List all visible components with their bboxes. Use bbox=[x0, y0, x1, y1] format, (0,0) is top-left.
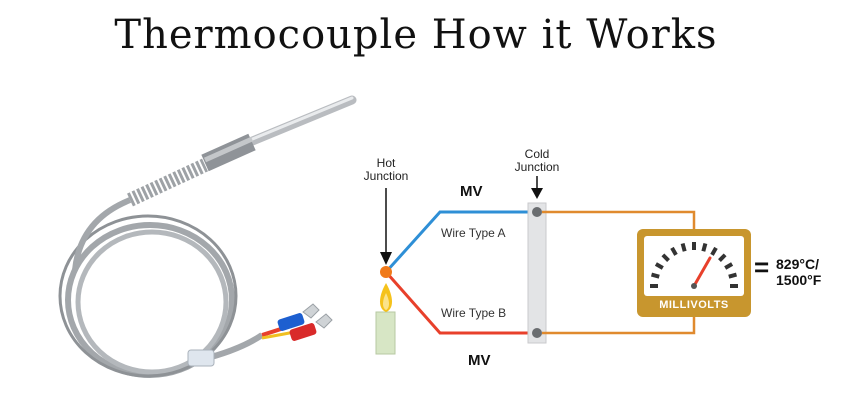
temperature-fahrenheit: 1500°F bbox=[776, 272, 822, 288]
mv-label-bottom: MV bbox=[468, 352, 491, 369]
hot-junction-label-line2: Junction bbox=[363, 169, 409, 183]
meter-label: MILLIVOLTS bbox=[659, 299, 729, 311]
wire-type-b bbox=[384, 271, 537, 335]
wire-b-label: Wire Type B bbox=[441, 306, 507, 320]
gauge-tick bbox=[718, 253, 727, 262]
hot-junction-label-line1: Hot bbox=[376, 156, 396, 170]
wire-type-a bbox=[384, 210, 537, 274]
cold-junction-label-line2: Junction bbox=[514, 160, 560, 174]
candle bbox=[375, 311, 396, 355]
cold-junction-bottom-terminal bbox=[532, 328, 542, 338]
gauge-tick bbox=[724, 262, 734, 270]
cold-junction-label-line1: Cold bbox=[524, 147, 550, 161]
gauge-tick bbox=[728, 272, 738, 279]
cold-junction-top-terminal bbox=[532, 207, 542, 217]
mv-label-top: MV bbox=[460, 183, 483, 200]
lead-bottom bbox=[542, 316, 696, 335]
gauge-tick bbox=[661, 253, 670, 262]
cold-junction-bar bbox=[527, 202, 547, 344]
cold-junction-label: Cold Junction bbox=[507, 148, 567, 174]
page-title: Thermocouple How it Works bbox=[114, 12, 718, 58]
gauge-tick bbox=[680, 242, 687, 252]
gauge-tick bbox=[650, 272, 660, 279]
wire-a-label: Wire Type A bbox=[441, 226, 506, 240]
lead-top bbox=[542, 210, 696, 232]
temperature-celsius: 829°C/ bbox=[776, 256, 819, 272]
gauge-tick bbox=[654, 262, 664, 270]
millivolt-meter bbox=[637, 229, 751, 317]
temperature-result: 829°C/ 1500°F bbox=[776, 256, 821, 288]
gauge-tick bbox=[701, 242, 708, 252]
hot-junction-label: Hot Junction bbox=[356, 157, 416, 183]
meter-needle bbox=[692, 256, 712, 288]
thermocouple-probe-illustration bbox=[58, 95, 357, 378]
gauge-tick bbox=[710, 246, 718, 256]
gauge-tick bbox=[670, 246, 678, 256]
equals-sign: = bbox=[754, 252, 770, 282]
hot-junction-dot bbox=[380, 266, 392, 278]
